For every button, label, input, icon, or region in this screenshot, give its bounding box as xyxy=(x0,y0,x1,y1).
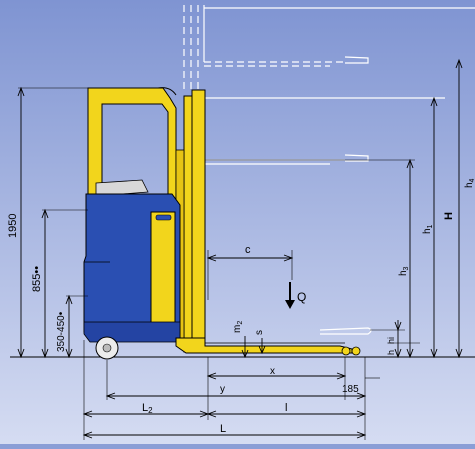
m2-s-dimension xyxy=(241,336,266,359)
y-label: y xyxy=(220,384,225,395)
load-center-dimension xyxy=(206,250,295,309)
x-label: x xyxy=(270,366,275,377)
H-label: H xyxy=(443,212,455,220)
L-label: L xyxy=(220,423,226,435)
h1-label: h1 xyxy=(422,224,434,234)
h-small-label: h xyxy=(386,350,396,355)
drive-wheel xyxy=(95,336,119,360)
h3-label: h3 xyxy=(398,266,410,276)
dim-185-label: 185 xyxy=(342,384,359,395)
seat xyxy=(95,179,149,197)
h4-label: h4 xyxy=(464,178,475,188)
l2-label: L2 xyxy=(142,402,153,415)
right-dimensions xyxy=(370,58,463,359)
q-label: Q xyxy=(297,290,306,304)
left-dimensions xyxy=(17,86,88,359)
c-label: c xyxy=(245,244,251,256)
step-height-label: 350-450• xyxy=(56,311,67,352)
l-label: l xyxy=(285,402,287,414)
chassis xyxy=(83,193,181,343)
control-panel xyxy=(150,211,176,327)
platform-height-label: 855•• xyxy=(31,266,43,292)
m2-label: m2 xyxy=(232,321,244,333)
forks-lowered xyxy=(175,337,361,356)
overall-height-label: 1950 xyxy=(7,214,19,238)
bottom-dimensions xyxy=(82,340,380,440)
s-label: s xyxy=(254,330,265,335)
hi-label: hi xyxy=(386,337,396,344)
